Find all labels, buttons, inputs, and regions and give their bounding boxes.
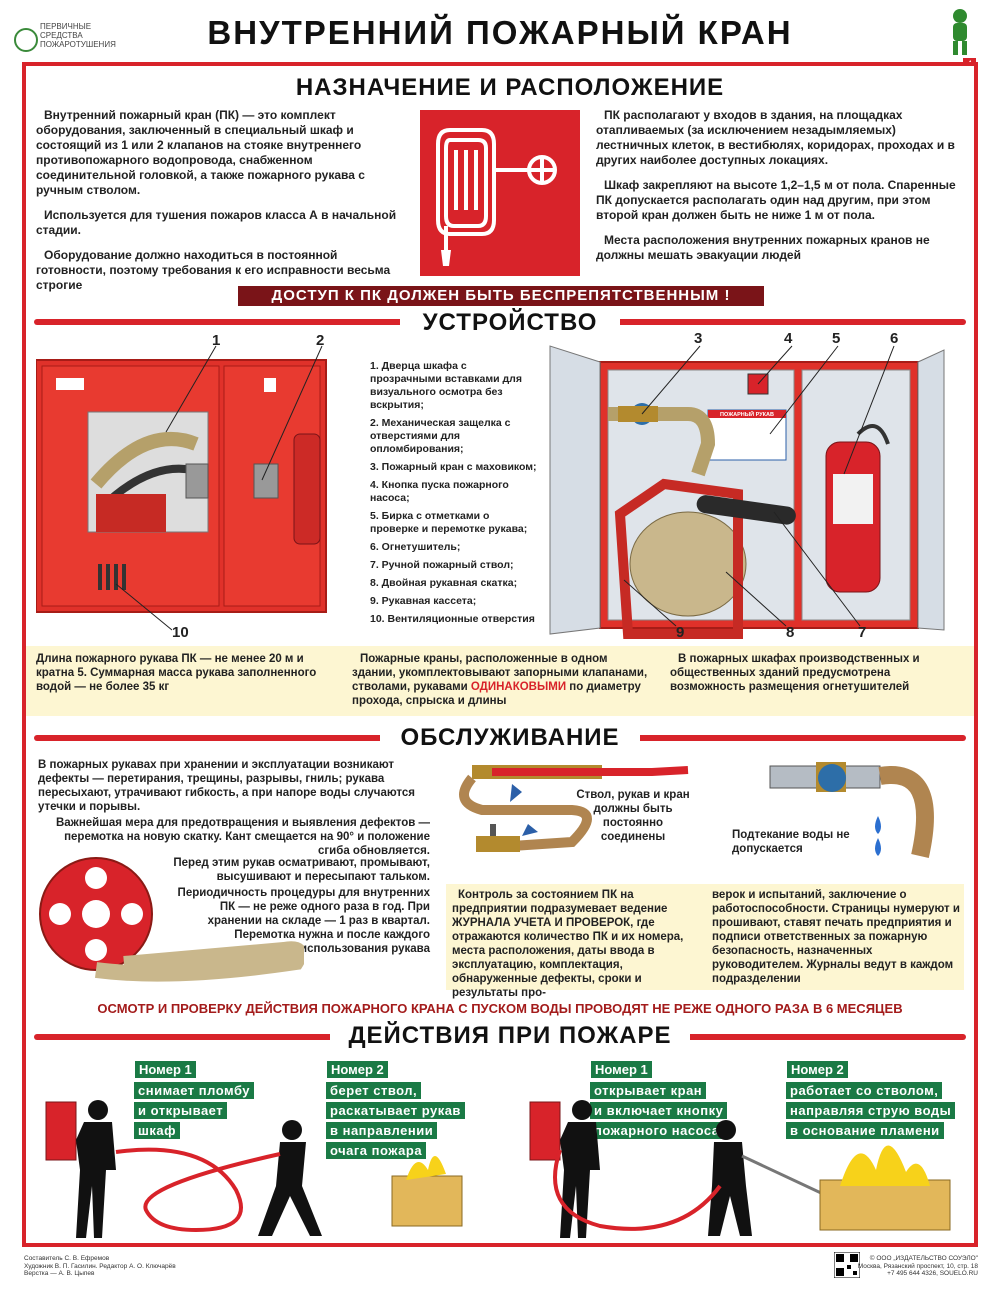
- emphasis-text: ОДИНАКОВЫМИ: [470, 681, 567, 693]
- valve-leak-illustration: [769, 762, 934, 858]
- list-item: 10. Вентиляционные отверстия: [370, 613, 535, 625]
- callout-9: 9: [676, 624, 685, 641]
- service-period-text: Периодичность процедуры для внутренних П…: [177, 887, 430, 955]
- hose-length-note: Длина пожарного рукава ПК — не менее 20 …: [36, 653, 317, 693]
- mascot-icon: [953, 9, 967, 55]
- list-item: 4. Кнопка пуска пожарного насоса;: [370, 479, 509, 504]
- hose-reel-illustration: [39, 857, 304, 982]
- step-actor: Номер 1: [134, 1060, 197, 1079]
- step-actor: Номер 2: [326, 1060, 389, 1079]
- list-item: 8. Двойная рукавная скатка;: [370, 577, 518, 589]
- step-line: и включает кнопку: [590, 1102, 728, 1119]
- callout-3: 3: [694, 330, 703, 347]
- callout-6: 6: [890, 330, 899, 347]
- fire-scene-right-illustration: [529, 1100, 951, 1238]
- hose-tag-label: ПОЖАРНЫЙ РУКАВ: [720, 412, 774, 418]
- publisher-info: © ООО „ИЗДАТЕЛЬСТВО СОУЭЛО" Москва, Ряза…: [857, 1255, 978, 1277]
- journal-note-background: [446, 884, 964, 990]
- step-line: открывает кран: [590, 1082, 707, 1099]
- page-title: ВНУТРЕННИЙ ПОЖАРНЫЙ КРАН: [207, 14, 793, 51]
- section-title-actions: ДЕЙСТВИЯ ПРИ ПОЖАРЕ: [330, 1022, 690, 1050]
- purpose-right-text: ПК располагают у входов в здания, на пло…: [596, 108, 966, 273]
- series-label: ПЕРВИЧНЫЕ СРЕДСТВА ПОЖАРОТУШЕНИЯ: [40, 22, 116, 49]
- callout-1: 1: [212, 332, 221, 349]
- closed-cabinet-illustration: [36, 345, 327, 631]
- step-line: направляя струю воды: [786, 1102, 956, 1119]
- list-item: 5. Бирка с отметками о проверке и перемо…: [370, 510, 528, 535]
- step-line: очага пожара: [326, 1142, 427, 1159]
- service-defects-text: В пожарных рукавах при хранении и эксплу…: [38, 759, 415, 813]
- section-title-device: УСТРОЙСТВО: [400, 309, 620, 337]
- credits: Составитель С. В. Ефремов Художник В. П.…: [24, 1255, 176, 1277]
- purpose-paragraph: Оборудование должно находиться в постоян…: [36, 248, 391, 292]
- access-banner: ДОСТУП К ПК ДОЛЖЕН БЫТЬ БЕСПРЕПЯТСТВЕННЫ…: [238, 286, 764, 306]
- action-step-4: Номер 2 работает со стволом, направляя с…: [786, 1060, 956, 1142]
- list-item: 3. Пожарный кран с маховиком;: [370, 461, 537, 473]
- extinguisher-note: В пожарных шкафах производственных и общ…: [670, 653, 920, 693]
- step-line: шкаф: [134, 1122, 180, 1139]
- fire-hose-sign-icon: [420, 110, 580, 276]
- open-cabinet-illustration: [549, 345, 945, 639]
- step-line: раскатывает рукав: [326, 1102, 465, 1119]
- uniform-equipment-note: Пожарные краны, расположенные в одном зд…: [352, 653, 648, 707]
- action-step-1: Номер 1 снимает пломбу и открывает шкаф: [134, 1060, 255, 1142]
- device-parts-list: 1. Дверца шкафа с прозрачными вставками …: [370, 360, 540, 631]
- list-item: 2. Механическая защелка с отверстиями дл…: [370, 417, 511, 455]
- step-line: и открывает: [134, 1102, 228, 1119]
- qr-code-icon: [834, 1252, 860, 1278]
- callout-8: 8: [786, 624, 795, 641]
- purpose-paragraph: ПК располагают у входов в здания, на пло…: [596, 108, 955, 167]
- list-item: 7. Ручной пожарный ствол;: [370, 559, 514, 571]
- section-title-purpose: НАЗНАЧЕНИЕ И РАСПОЛОЖЕНИЕ: [270, 74, 750, 102]
- leak-caption: Подтекание воды не допускается: [732, 829, 850, 855]
- purpose-paragraph: Внутренний пожарный кран (ПК) — это комп…: [36, 108, 365, 197]
- list-item: 9. Рукавная кассета;: [370, 595, 477, 607]
- hose-connected-caption: Ствол, рукав и кран должны быть постоянн…: [576, 789, 690, 843]
- journal-text-left: Контроль за состоянием ПК на предприятии…: [452, 889, 684, 999]
- callout-4: 4: [784, 330, 793, 347]
- step-line: пожарного насоса: [590, 1122, 724, 1139]
- fire-scene-left-illustration: [45, 1100, 463, 1238]
- device-notes-background: [26, 646, 974, 716]
- purpose-paragraph: Места расположения внутренних пожарных к…: [596, 233, 930, 262]
- publisher-logo: [14, 28, 38, 52]
- connected-hose-illustration: [459, 765, 689, 852]
- step-line: снимает пломбу: [134, 1082, 255, 1099]
- section-title-service: ОБСЛУЖИВАНИЕ: [380, 724, 640, 752]
- list-item: 1. Дверца шкафа с прозрачными вставками …: [370, 360, 522, 411]
- callout-10: 10: [172, 624, 189, 641]
- action-step-2: Номер 2 берет ствол, раскатывает рукав в…: [326, 1060, 465, 1162]
- journal-text-right: верок и испытаний, заключение о работосп…: [712, 889, 960, 985]
- step-line: в направлении: [326, 1122, 438, 1139]
- callout-7: 7: [858, 624, 867, 641]
- action-step-3: Номер 1 открывает кран и включает кнопку…: [590, 1060, 728, 1142]
- step-actor: Номер 1: [590, 1060, 653, 1079]
- callout-2: 2: [316, 332, 325, 349]
- purpose-paragraph: Шкаф закрепляют на высоте 1,2–1,5 м от п…: [596, 178, 956, 222]
- purpose-left-text: Внутренний пожарный кран (ПК) — это комп…: [36, 108, 400, 303]
- step-actor: Номер 2: [786, 1060, 849, 1079]
- service-rewind-text: Важнейшая мера для предотвращения и выяв…: [55, 817, 430, 857]
- step-line: в основание пламени: [786, 1122, 944, 1139]
- callout-5: 5: [832, 330, 841, 347]
- inspection-banner: ОСМОТР И ПРОВЕРКУ ДЕЙСТВИЯ ПОЖАРНОГО КРА…: [97, 1001, 903, 1016]
- purpose-paragraph: Используется для тушения пожаров класса …: [36, 208, 397, 237]
- step-line: работает со стволом,: [786, 1082, 943, 1099]
- service-inspect-text: Перед этим рукав осматривают, промывают,…: [173, 857, 430, 883]
- step-line: берет ствол,: [326, 1082, 422, 1099]
- list-item: 6. Огнетушитель;: [370, 541, 461, 553]
